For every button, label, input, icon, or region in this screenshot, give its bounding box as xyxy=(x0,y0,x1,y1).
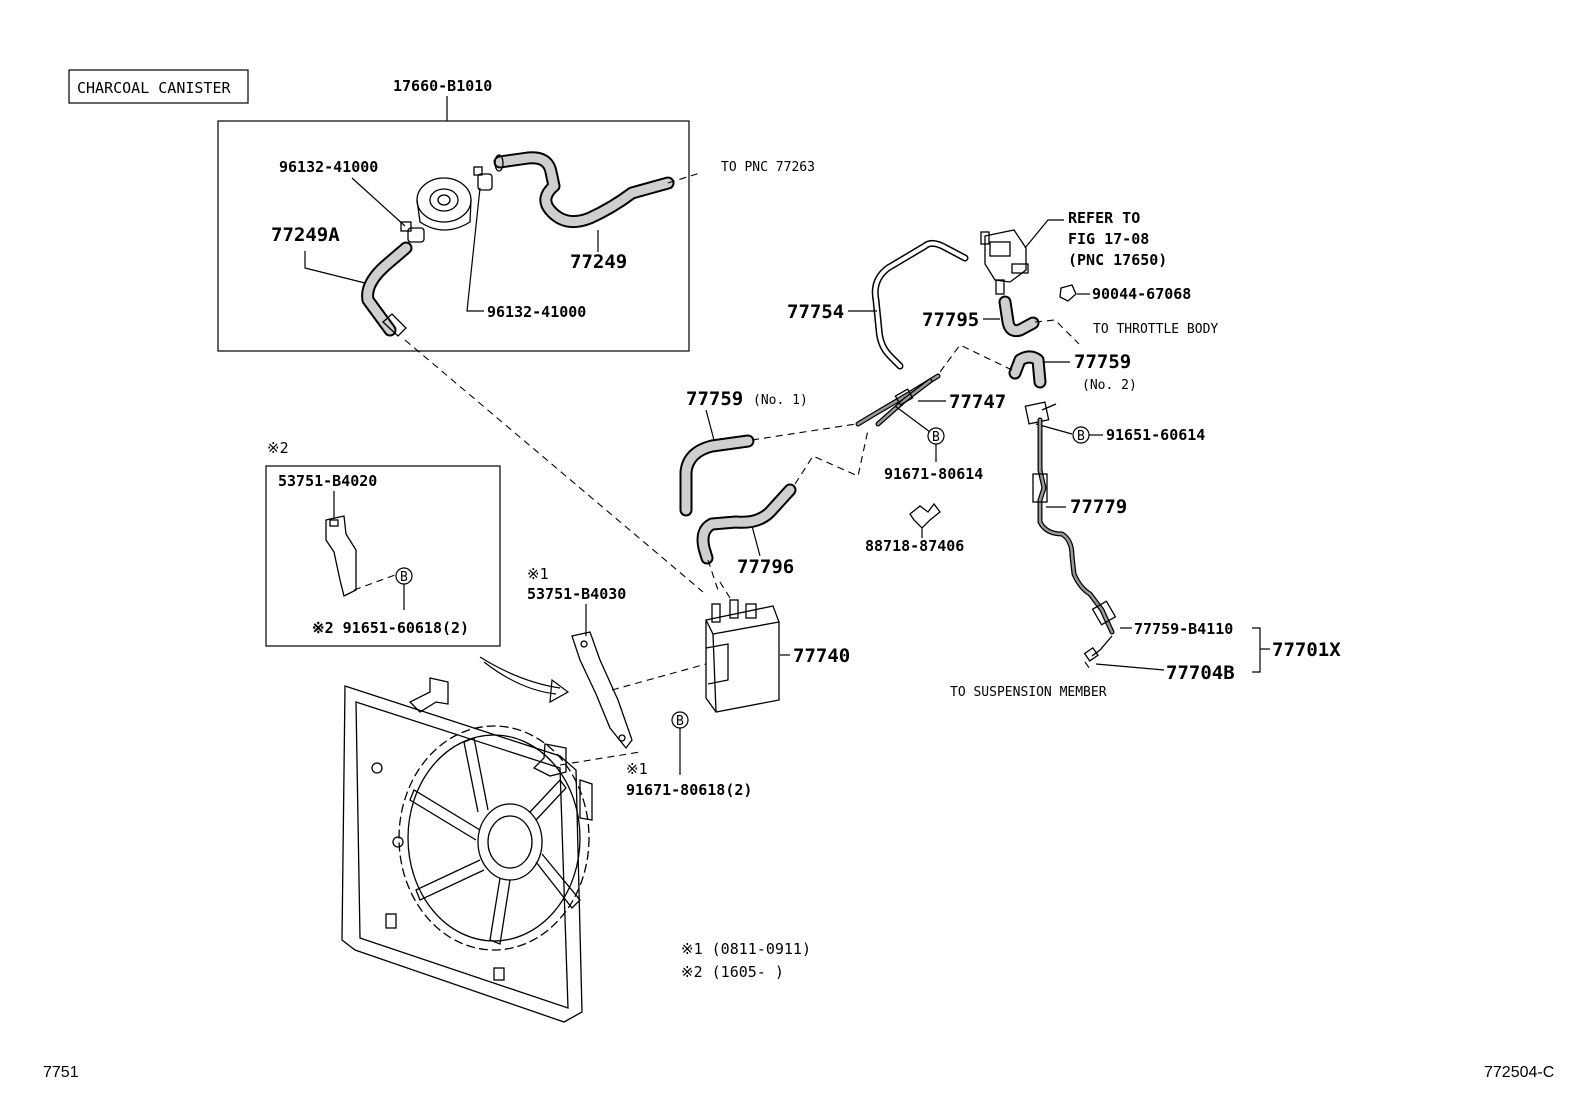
refer-to-line3: (PNC 17650) xyxy=(1068,251,1167,269)
bolt-91671-80618: B ※1 91671-80618(2) xyxy=(626,711,752,799)
label-no1-note: (No. 1) xyxy=(753,393,808,408)
clamp-96132-lower xyxy=(400,221,425,243)
hose-77759-no1: 77759 (No. 1) xyxy=(679,388,857,517)
label-91651-60618: ※2 91651-60618(2) xyxy=(312,619,469,637)
label-77779: 77779 xyxy=(1070,496,1127,518)
canister-valve xyxy=(416,177,472,231)
to-suspension-member-note: TO SUSPENSION MEMBER xyxy=(950,685,1107,700)
pipe-77754: 77754 xyxy=(787,239,969,370)
footer-right-code: 772504-C xyxy=(1484,1064,1554,1081)
hose-77795: 77795 TO THROTTLE BODY xyxy=(922,295,1218,345)
label-91671-80614: 91671-80614 xyxy=(884,465,983,483)
refer-to-line1: REFER TO xyxy=(1068,209,1140,227)
label-91671-80618: 91671-80618(2) xyxy=(626,781,752,799)
mark1-bolt: ※1 xyxy=(626,760,648,778)
label-88718-87406: 88718-87406 xyxy=(865,537,964,555)
label-77754: 77754 xyxy=(787,301,844,323)
footer-left-code: 7751 xyxy=(43,1064,79,1081)
hose-77796: 77796 xyxy=(696,429,869,591)
label-90044-67068: 90044-67068 xyxy=(1092,285,1191,303)
variant2-box: ※2 53751-B4020 B ※2 91651-60618(2) xyxy=(265,439,501,647)
title-box: CHARCOAL CANISTER xyxy=(68,69,249,104)
label-77249: 77249 xyxy=(570,251,627,273)
label-96132-41000-upper: 96132-41000 xyxy=(279,158,378,176)
hose-assembly-group: 17660-B1010 TO PNC 77263 xyxy=(217,77,815,593)
arrow-icon xyxy=(479,656,570,704)
fan-shroud xyxy=(341,677,593,1023)
title-text: CHARCOAL CANISTER xyxy=(77,79,231,97)
legend-mark2: ※2 (1605- ) xyxy=(681,963,784,981)
b-marker-91651-60614: B xyxy=(1077,429,1085,444)
mark2-box-title: ※2 xyxy=(267,439,289,457)
b-marker-91671-80618: B xyxy=(676,714,684,729)
label-77249a: 77249A xyxy=(271,224,340,246)
canister-77740: 77740 xyxy=(705,581,850,713)
hose-77249a xyxy=(361,241,413,337)
pipe-assembly-77747: 77747 B 91671-80614 xyxy=(855,373,1006,483)
label-77759-b4110: 77759-B4110 xyxy=(1134,620,1233,638)
clamp-96132-upper xyxy=(473,166,493,191)
label-77740: 77740 xyxy=(793,645,850,667)
refer-to-line2: FIG 17-08 xyxy=(1068,230,1149,248)
mark1-bracket: ※1 xyxy=(527,565,549,583)
label-77796: 77796 xyxy=(737,556,794,578)
clip-88718: 88718-87406 xyxy=(865,502,964,555)
bracket-53751-b4030: ※1 53751-B4030 xyxy=(527,565,707,766)
to-throttle-body-note: TO THROTTLE BODY xyxy=(1093,322,1218,337)
hose-77759-no2: 77759 (No. 2) xyxy=(939,344,1137,393)
label-53751-b4020: 53751-B4020 xyxy=(278,472,377,490)
label-17660-b1010: 17660-B1010 xyxy=(393,77,492,95)
label-53751-b4030: 53751-B4030 xyxy=(527,585,626,603)
label-no2-note: (No. 2) xyxy=(1082,378,1137,393)
pipe-77779: 77779 xyxy=(1024,401,1127,662)
label-77759-no1: 77759 xyxy=(686,388,743,410)
vsv-assembly: REFER TO FIG 17-08 (PNC 17650) 90044-670… xyxy=(980,209,1191,303)
label-77704b: 77704B xyxy=(1166,662,1235,684)
b-marker-77747: B xyxy=(932,430,940,445)
bolt-91651-60614: B 91651-60614 xyxy=(1035,423,1205,444)
label-77701x: 77701X xyxy=(1272,639,1341,661)
to-pnc-77263-note: TO PNC 77263 xyxy=(721,160,815,175)
hose-77249: TO PNC 77263 xyxy=(493,151,815,229)
legend-mark1: ※1 (0811-0911) xyxy=(681,940,811,958)
grommet-90044-icon xyxy=(1059,284,1077,302)
label-91651-60614: 91651-60614 xyxy=(1106,426,1205,444)
label-77795: 77795 xyxy=(922,309,979,331)
label-77747: 77747 xyxy=(949,391,1006,413)
legend: ※1 (0811-0911) ※2 (1605- ) xyxy=(681,940,811,981)
assembly-77701x-leaders: 77759-B4110 77704B 77701X TO SUSPENSION … xyxy=(950,620,1341,700)
b-marker-box2: B xyxy=(400,570,408,585)
label-77759-no2: 77759 xyxy=(1074,351,1131,373)
label-96132-41000-lower: 96132-41000 xyxy=(487,303,586,321)
